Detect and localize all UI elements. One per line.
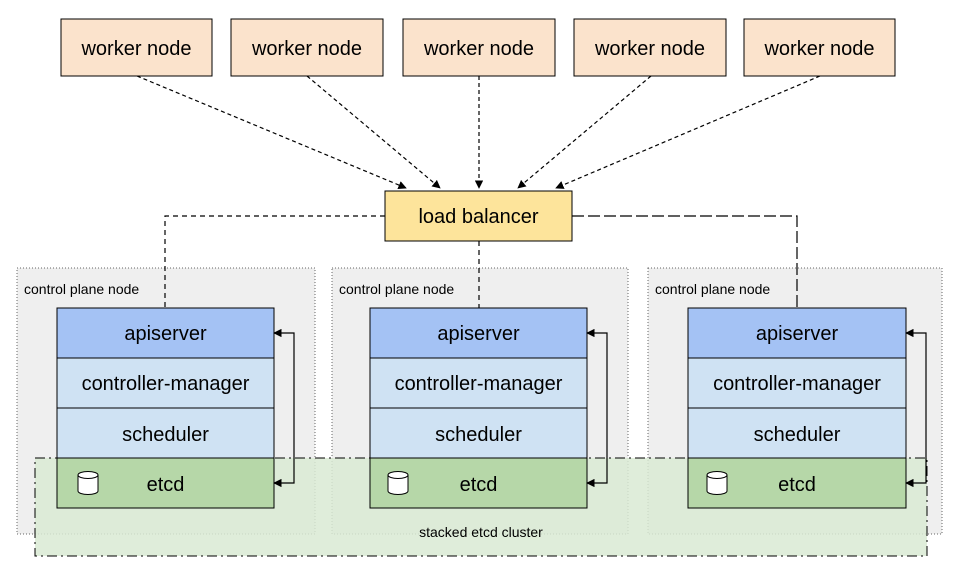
worker-to-lb-connector: [136, 75, 407, 189]
etcd-label: etcd: [778, 474, 816, 496]
etcd-label: etcd: [460, 474, 498, 496]
scheduler-label: scheduler: [122, 424, 209, 446]
etcd-to-apiserver-loop-arrow: [905, 328, 927, 488]
worker-to-lb-connector: [517, 75, 652, 189]
worker-node: worker node: [743, 18, 896, 77]
worker-node: worker node: [60, 18, 213, 77]
worker-node: worker node: [402, 18, 556, 77]
worker-node: worker node: [573, 18, 727, 77]
control-plane-stack: apiserver controller-manager scheduler e…: [369, 307, 608, 509]
lb-to-apiserver-connector: [164, 215, 385, 308]
scheduler-label: scheduler: [754, 424, 841, 446]
load-balancer: load balancer: [384, 190, 573, 242]
worker-to-lb-connector: [306, 75, 441, 189]
controller-manager-label: controller-manager: [82, 373, 250, 395]
database-cylinder-icon: [387, 471, 409, 495]
worker-node-label: worker node: [763, 38, 874, 60]
load-balancer-label: load balancer: [418, 206, 538, 228]
control-plane-node-title: control plane node: [24, 281, 139, 297]
apiserver-label: apiserver: [124, 323, 207, 345]
etcd-cluster-label: stacked etcd cluster: [419, 524, 543, 540]
control-plane-stack: apiserver controller-manager scheduler e…: [687, 307, 927, 509]
lb-to-apiserver-connector: [572, 215, 798, 308]
control-plane-node-title: control plane node: [339, 281, 454, 297]
worker-node-label: worker node: [594, 38, 705, 60]
etcd-to-apiserver-loop-arrow: [273, 328, 295, 488]
worker-to-lb-connector: [555, 75, 821, 189]
database-cylinder-icon: [706, 471, 728, 495]
database-cylinder-icon: [77, 471, 99, 495]
apiserver-label: apiserver: [756, 323, 839, 345]
controller-manager-label: controller-manager: [713, 373, 881, 395]
worker-node-label: worker node: [80, 38, 191, 60]
etcd-label: etcd: [147, 474, 185, 496]
worker-node-label: worker node: [423, 38, 534, 60]
scheduler-label: scheduler: [435, 424, 522, 446]
control-plane-node-title: control plane node: [655, 281, 770, 297]
apiserver-label: apiserver: [437, 323, 520, 345]
etcd-to-apiserver-loop-arrow: [586, 328, 608, 488]
worker-node-label: worker node: [251, 38, 362, 60]
lb-connections: [164, 215, 798, 308]
control-plane-stack: apiserver controller-manager scheduler e…: [56, 307, 295, 509]
worker-connections: [136, 75, 821, 189]
controller-manager-label: controller-manager: [395, 373, 563, 395]
worker-node: worker node: [230, 18, 384, 77]
